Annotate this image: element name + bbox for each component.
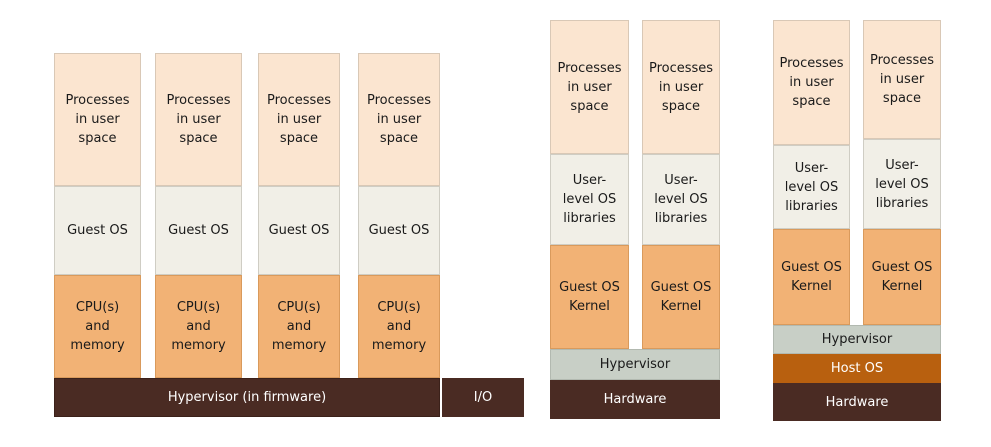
host-os-bar: Host OS [773,354,941,383]
hypervisor-firmware-bar: Hypervisor (in firmware) [54,378,440,417]
guest-os-box-4: Guest OS [358,186,440,275]
processes-box-8: Processes in user space [863,20,941,139]
libraries-box-1: User- level OS libraries [550,154,629,245]
hardware-bar-hosted: Hardware [773,383,941,421]
kernel-box-4: Guest OS Kernel [863,229,941,325]
kernel-box-1: Guest OS Kernel [550,245,629,349]
processes-box-3: Processes in user space [258,53,340,186]
kernel-box-3: Guest OS Kernel [773,229,850,325]
hypervisor-bar-native: Hypervisor [550,349,720,380]
kernel-box-2: Guest OS Kernel [642,245,720,349]
libraries-box-2: User- level OS libraries [642,154,720,245]
processes-box-4: Processes in user space [358,53,440,186]
guest-os-box-2: Guest OS [155,186,242,275]
libraries-box-3: User- level OS libraries [773,145,850,229]
processes-box-5: Processes in user space [550,20,629,154]
hardware-bar-native: Hardware [550,380,720,419]
guest-os-box-3: Guest OS [258,186,340,275]
cpu-memory-box-4: CPU(s) and memory [358,275,440,378]
cpu-memory-box-1: CPU(s) and memory [54,275,141,378]
cpu-memory-box-3: CPU(s) and memory [258,275,340,378]
processes-box-7: Processes in user space [773,20,850,145]
processes-box-6: Processes in user space [642,20,720,154]
processes-box-1: Processes in user space [54,53,141,186]
guest-os-box-1: Guest OS [54,186,141,275]
cpu-memory-box-2: CPU(s) and memory [155,275,242,378]
processes-box-2: Processes in user space [155,53,242,186]
io-bar: I/O [440,378,524,417]
libraries-box-4: User- level OS libraries [863,139,941,229]
hypervisor-bar-hosted: Hypervisor [773,325,941,354]
